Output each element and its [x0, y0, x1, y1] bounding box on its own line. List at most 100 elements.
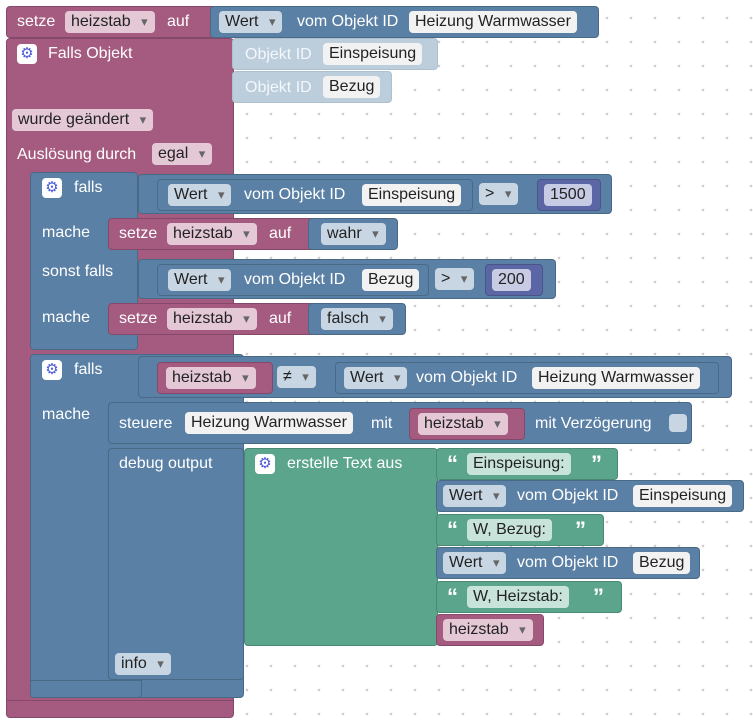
- wert-dropdown[interactable]: Wert: [443, 485, 507, 507]
- auf-label: auf: [167, 13, 190, 30]
- object-id-field[interactable]: Bezug: [362, 269, 420, 291]
- variable-dropdown[interactable]: heizstab: [65, 11, 155, 33]
- open-quote: “: [447, 517, 458, 542]
- mit-label: mit: [371, 415, 393, 432]
- get-value-block-top[interactable]: Wert vom Objekt ID Heizung Warmwasser: [210, 6, 599, 38]
- falls-label: falls: [74, 179, 103, 196]
- boolean-dropdown[interactable]: falsch: [321, 308, 393, 330]
- set-variable-block[interactable]: setze heizstab auf: [108, 303, 318, 335]
- variable-block[interactable]: heizstab: [436, 614, 544, 646]
- text-field[interactable]: W, Bezug:: [467, 519, 552, 541]
- object-id-field[interactable]: Heizung Warmwasser: [409, 11, 577, 33]
- variable-block[interactable]: heizstab: [409, 408, 525, 440]
- text-field[interactable]: Einspeisung:: [467, 453, 571, 475]
- compare-block-1[interactable]: Wert vom Objekt ID Einspeisung > 1500: [138, 174, 612, 214]
- trigger-type-dropdown[interactable]: wurde geändert: [12, 109, 154, 131]
- variable-block[interactable]: heizstab: [157, 362, 273, 394]
- debug-output-label: debug output: [119, 455, 213, 472]
- gear-icon[interactable]: ⚙: [42, 360, 62, 380]
- object-id-field[interactable]: Einspeisung: [362, 184, 462, 206]
- open-quote: “: [447, 451, 458, 476]
- mache-label: mache: [42, 406, 91, 423]
- object-id-field[interactable]: Heizung Warmwasser: [185, 412, 353, 434]
- close-quote: ”: [591, 451, 602, 476]
- object-id-field[interactable]: Bezug: [633, 552, 691, 574]
- auf-label: auf: [269, 310, 292, 327]
- number-field[interactable]: 1500: [544, 184, 592, 206]
- variable-dropdown[interactable]: heizstab: [167, 223, 257, 245]
- vom-objekt-label: vom Objekt ID: [517, 554, 619, 571]
- boolean-block[interactable]: falsch: [308, 303, 406, 335]
- setze-label: setze: [119, 225, 158, 242]
- variable-dropdown[interactable]: heizstab: [418, 413, 508, 435]
- ack-dropdown[interactable]: egal: [152, 143, 213, 165]
- text-block-1[interactable]: “ Einspeisung: ”: [436, 448, 618, 480]
- mache-label: mache: [42, 309, 91, 326]
- erstelle-text-label: erstelle Text aus: [287, 455, 403, 472]
- object-id-field[interactable]: Einspeisung: [323, 43, 423, 65]
- get-value-block[interactable]: Wert vom Objekt ID Heizung Warmwasser: [335, 362, 719, 394]
- get-value-block[interactable]: Wert vom Objekt ID Einspeisung: [436, 480, 744, 512]
- number-field[interactable]: 200: [492, 269, 531, 291]
- delay-checkbox[interactable]: [669, 414, 687, 432]
- get-value-block[interactable]: Wert vom Objekt ID Bezug: [157, 264, 429, 296]
- gear-icon[interactable]: ⚙: [42, 178, 62, 198]
- auf-label: auf: [269, 225, 292, 242]
- number-block[interactable]: 200: [485, 264, 543, 296]
- boolean-block[interactable]: wahr: [308, 218, 398, 250]
- compare-block-3[interactable]: heizstab ≠ Wert vom Objekt ID Heizung Wa…: [138, 356, 732, 398]
- setze-label: setze: [119, 310, 158, 327]
- vom-objekt-label: vom Objekt ID: [517, 487, 619, 504]
- wert-dropdown[interactable]: Wert: [443, 552, 507, 574]
- control-block[interactable]: steuere Heizung Warmwasser mit heizstab …: [108, 402, 692, 444]
- boolean-dropdown[interactable]: wahr: [321, 223, 386, 245]
- wert-dropdown[interactable]: Wert: [219, 11, 283, 33]
- object-id-shadow-1[interactable]: Objekt ID Einspeisung: [232, 38, 438, 70]
- close-quote: ”: [593, 584, 604, 609]
- object-id-field[interactable]: Heizung Warmwasser: [532, 367, 700, 389]
- vom-objekt-label: vom Objekt ID: [244, 186, 346, 203]
- vom-objekt-label: vom Objekt ID: [244, 271, 346, 288]
- wert-dropdown[interactable]: Wert: [168, 269, 232, 291]
- compare-block-2[interactable]: Wert vom Objekt ID Bezug > 200: [138, 259, 556, 299]
- set-variable-block-top[interactable]: setze heizstab auf: [6, 6, 216, 38]
- trigger-block-bottom: [6, 700, 234, 718]
- sonst-falls-label: sonst falls: [42, 263, 114, 280]
- if-block-2-bottom: [30, 680, 142, 698]
- text-join-block[interactable]: ⚙ erstelle Text aus: [244, 448, 438, 646]
- falls-label: falls: [74, 361, 103, 378]
- steuere-label: steuere: [119, 415, 173, 432]
- mache-label: mache: [42, 224, 91, 241]
- number-block[interactable]: 1500: [537, 179, 601, 211]
- variable-dropdown[interactable]: heizstab: [167, 308, 257, 330]
- vom-objekt-label: vom Objekt ID: [297, 13, 399, 30]
- gear-icon[interactable]: ⚙: [255, 454, 275, 474]
- operator-dropdown[interactable]: ≠: [277, 366, 316, 388]
- operator-dropdown[interactable]: >: [479, 183, 519, 205]
- gear-icon[interactable]: ⚙: [17, 44, 37, 64]
- set-variable-block[interactable]: setze heizstab auf: [108, 218, 318, 250]
- object-id-field[interactable]: Einspeisung: [633, 485, 733, 507]
- get-value-block[interactable]: Wert vom Objekt ID Bezug: [436, 547, 700, 579]
- open-quote: “: [447, 584, 458, 609]
- text-field[interactable]: W, Heizstab:: [467, 586, 569, 608]
- variable-dropdown[interactable]: heizstab: [166, 367, 256, 389]
- wert-dropdown[interactable]: Wert: [168, 184, 232, 206]
- setze-label: setze: [17, 13, 56, 30]
- log-level-dropdown[interactable]: info: [115, 653, 171, 675]
- operator-dropdown[interactable]: >: [435, 268, 475, 290]
- object-id-label: Objekt ID: [245, 79, 312, 96]
- falls-objekt-label: Falls Objekt: [48, 45, 133, 62]
- debug-output-block[interactable]: debug output info: [108, 448, 244, 680]
- object-id-field[interactable]: Bezug: [323, 76, 381, 98]
- mit-verzoegerung-label: mit Verzögerung: [535, 415, 652, 432]
- object-id-shadow-2[interactable]: Objekt ID Bezug: [232, 71, 392, 103]
- get-value-block[interactable]: Wert vom Objekt ID Einspeisung: [157, 179, 473, 211]
- ausloesung-label: Auslösung durch: [17, 146, 137, 163]
- wert-dropdown[interactable]: Wert: [344, 367, 408, 389]
- text-block-3[interactable]: “ W, Heizstab: ”: [436, 581, 622, 613]
- variable-dropdown[interactable]: heizstab: [443, 619, 533, 641]
- close-quote: ”: [575, 517, 586, 542]
- text-block-2[interactable]: “ W, Bezug: ”: [436, 514, 604, 546]
- object-id-label: Objekt ID: [245, 46, 312, 63]
